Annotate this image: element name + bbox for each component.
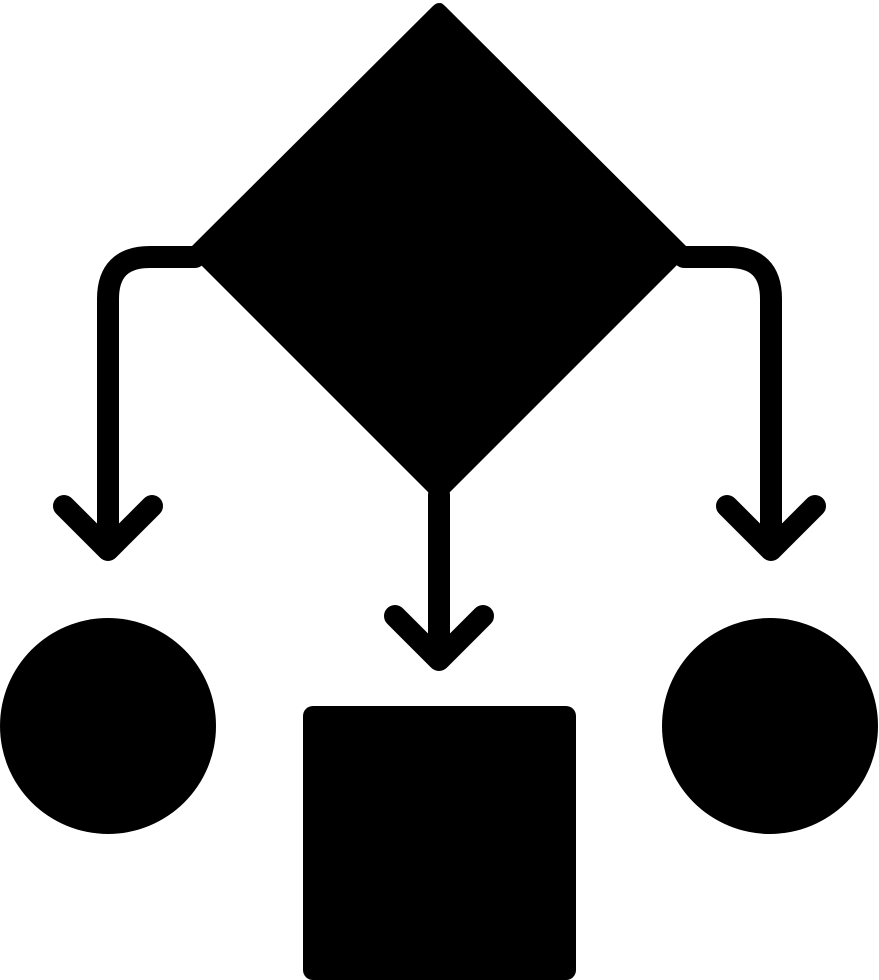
outcome-center-square <box>303 706 576 980</box>
right-branch-arrow <box>673 246 826 561</box>
left-branch-line <box>97 246 206 559</box>
outcome-right-circle <box>662 618 878 834</box>
right-arrowhead <box>716 495 826 561</box>
left-branch-arrow <box>53 246 206 561</box>
right-branch-line <box>673 246 782 559</box>
center-arrowhead <box>384 605 494 671</box>
decision-diamond <box>189 3 689 500</box>
center-arrow <box>384 484 494 671</box>
left-arrowhead <box>53 495 163 561</box>
outcome-left-circle <box>0 618 216 834</box>
